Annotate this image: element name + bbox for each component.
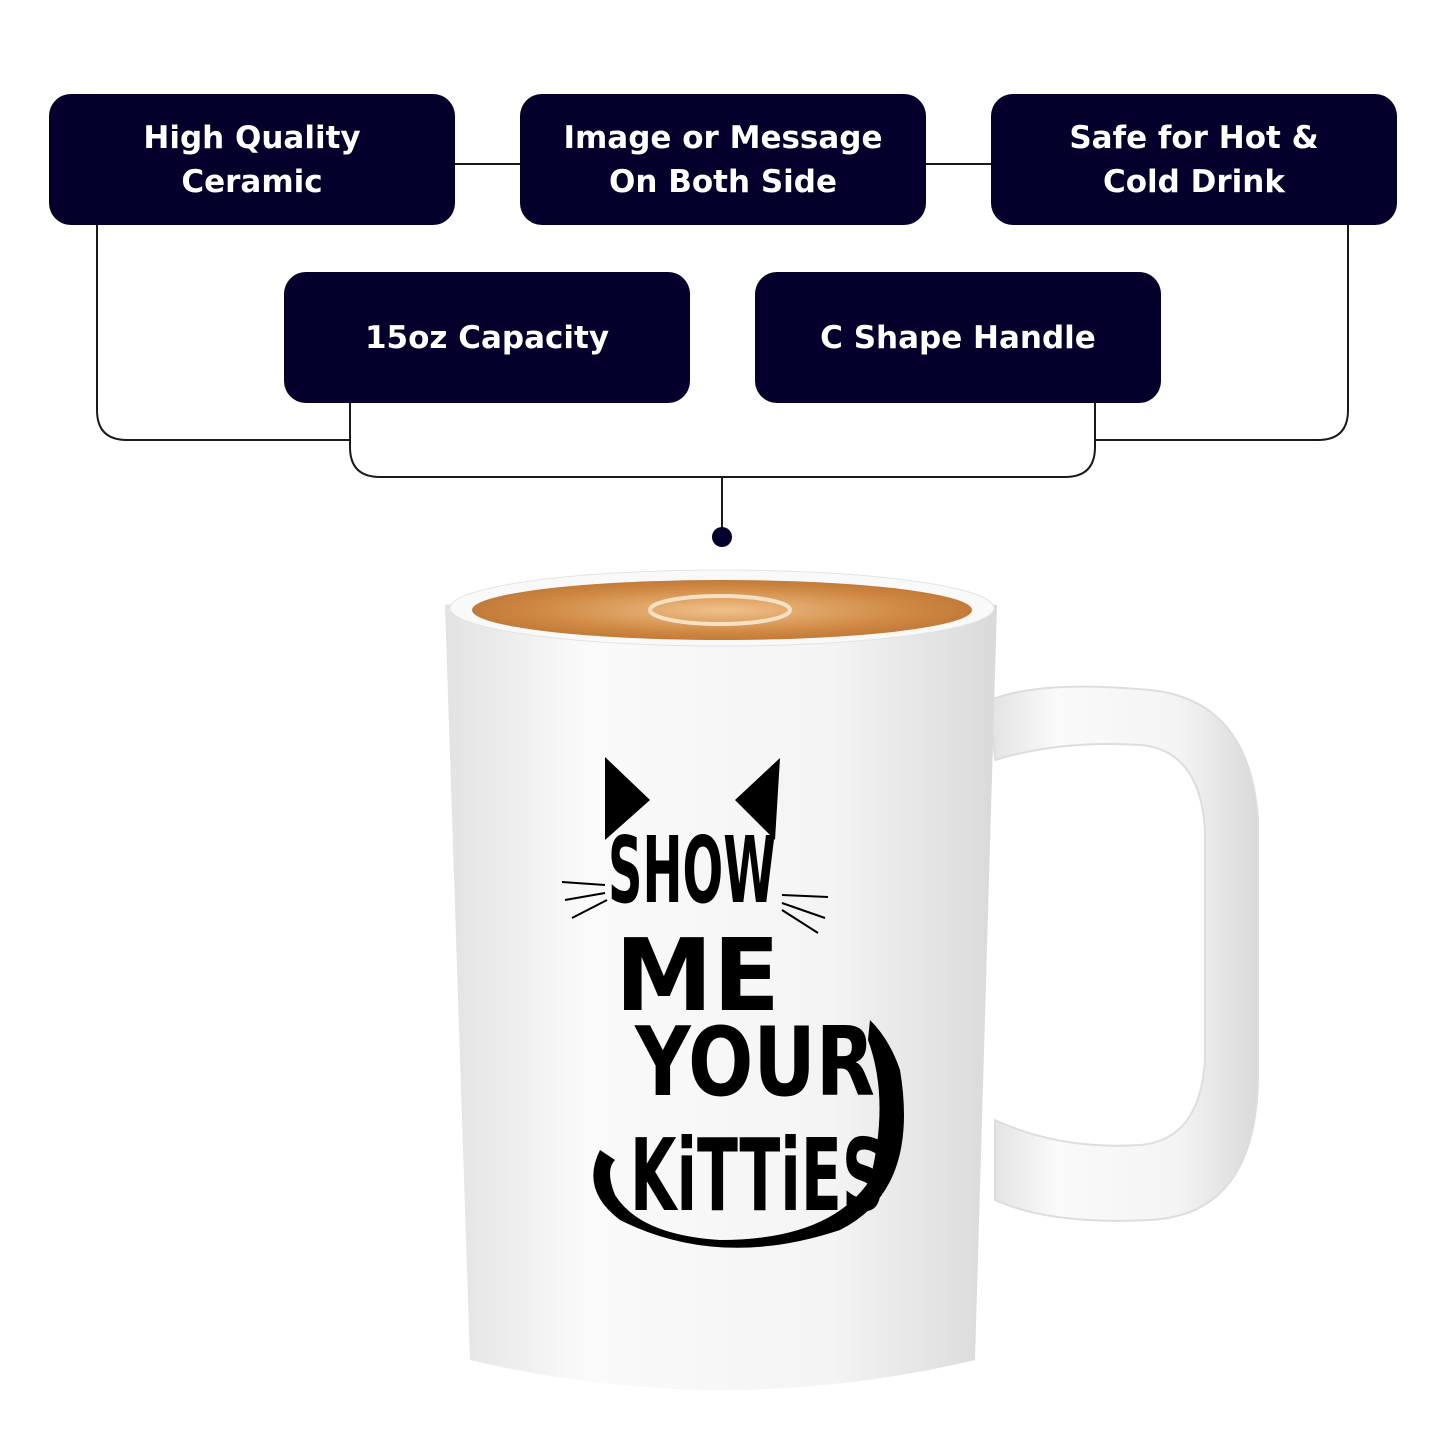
mug-body xyxy=(445,582,997,1390)
feature-capacity: 15oz Capacity xyxy=(284,272,690,403)
design-word: ME xyxy=(615,917,780,1034)
feature-label: Ceramic xyxy=(181,163,323,200)
feature-label: Safe for Hot & xyxy=(1069,119,1319,156)
feature-label: 15oz Capacity xyxy=(364,319,610,356)
mug-handle xyxy=(988,685,1259,1222)
feature-label: C Shape Handle xyxy=(820,319,1096,356)
feature-label: Image or Message xyxy=(563,119,883,156)
feature-label: High Quality xyxy=(143,119,361,156)
design-word: SHOW xyxy=(608,817,776,924)
cat-tail xyxy=(593,1020,904,1248)
coffee-surface xyxy=(472,580,972,640)
feature-handle: C Shape Handle xyxy=(755,272,1161,403)
feature-label: Cold Drink xyxy=(1103,163,1285,200)
cat-ears xyxy=(605,757,780,840)
feature-image-both-sides: Image or Message On Both Side xyxy=(520,94,926,225)
design-word: KiTTiES xyxy=(630,1118,885,1234)
feature-label: On Both Side xyxy=(609,163,837,200)
feature-hot-cold: Safe for Hot & Cold Drink xyxy=(991,94,1397,225)
cat-design: SHOW ME YOUR KiTTiES xyxy=(561,757,904,1248)
connector-dot xyxy=(712,527,732,547)
design-word: YOUR xyxy=(634,1008,875,1118)
